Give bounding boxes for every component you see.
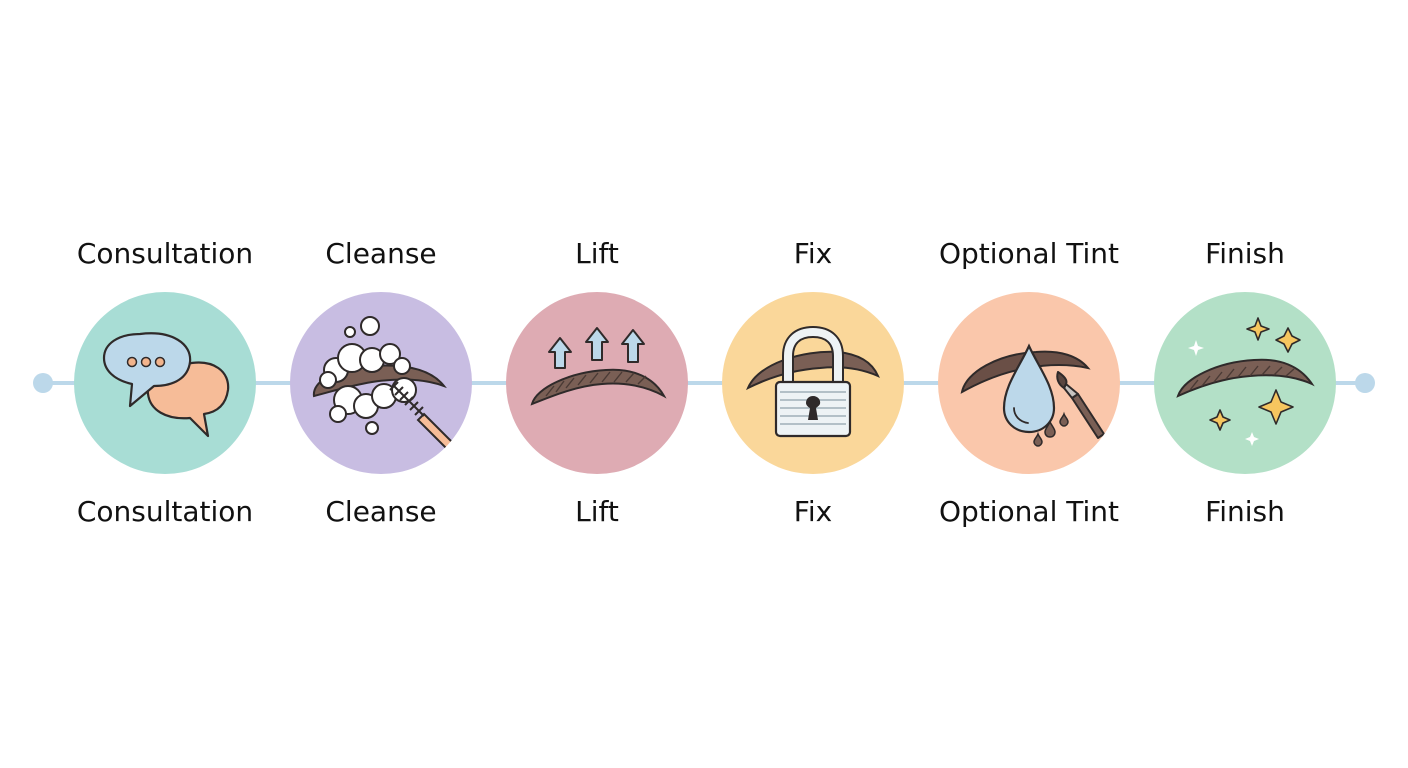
step-cleanse: Cleanse	[266, 236, 496, 536]
step-optional-tint: Optional Tint Optional Tint	[914, 236, 1144, 536]
step-lift: Lift Lift	[482, 236, 712, 536]
step-title: Optional Tint	[938, 237, 1120, 270]
step-caption: Cleanse	[325, 495, 437, 528]
step-title: Lift	[575, 237, 619, 270]
step-finish: Finish	[1130, 236, 1360, 536]
step-circle	[506, 292, 688, 474]
step-title: Fix	[793, 237, 833, 270]
step-caption: Consultation	[76, 495, 254, 528]
step-title: Cleanse	[325, 237, 437, 270]
step-circle	[722, 292, 904, 474]
step-circle	[938, 292, 1120, 474]
step-circle	[290, 292, 472, 474]
foam-brush-icon	[312, 316, 464, 460]
step-circle	[1154, 292, 1336, 474]
step-title: Consultation	[76, 237, 254, 270]
lift-arrows-icon	[530, 327, 667, 406]
timeline-end-dot	[1355, 373, 1375, 393]
step-caption: Lift	[575, 495, 619, 528]
sparkle-brow-icon	[1176, 317, 1315, 446]
timeline-start-dot	[33, 373, 53, 393]
step-caption: Fix	[793, 495, 833, 528]
step-caption: Finish	[1205, 495, 1285, 528]
step-fix: Fix Fix	[698, 236, 928, 536]
step-consultation: Consultation Consultation	[50, 236, 280, 536]
step-caption: Optional Tint	[938, 495, 1120, 528]
step-title: Finish	[1205, 237, 1285, 270]
tint-drop-icon	[960, 343, 1105, 447]
step-circle	[74, 292, 256, 474]
padlock-icon	[746, 325, 880, 438]
timeline-line	[43, 381, 1365, 385]
speech-bubbles-icon	[102, 332, 230, 438]
